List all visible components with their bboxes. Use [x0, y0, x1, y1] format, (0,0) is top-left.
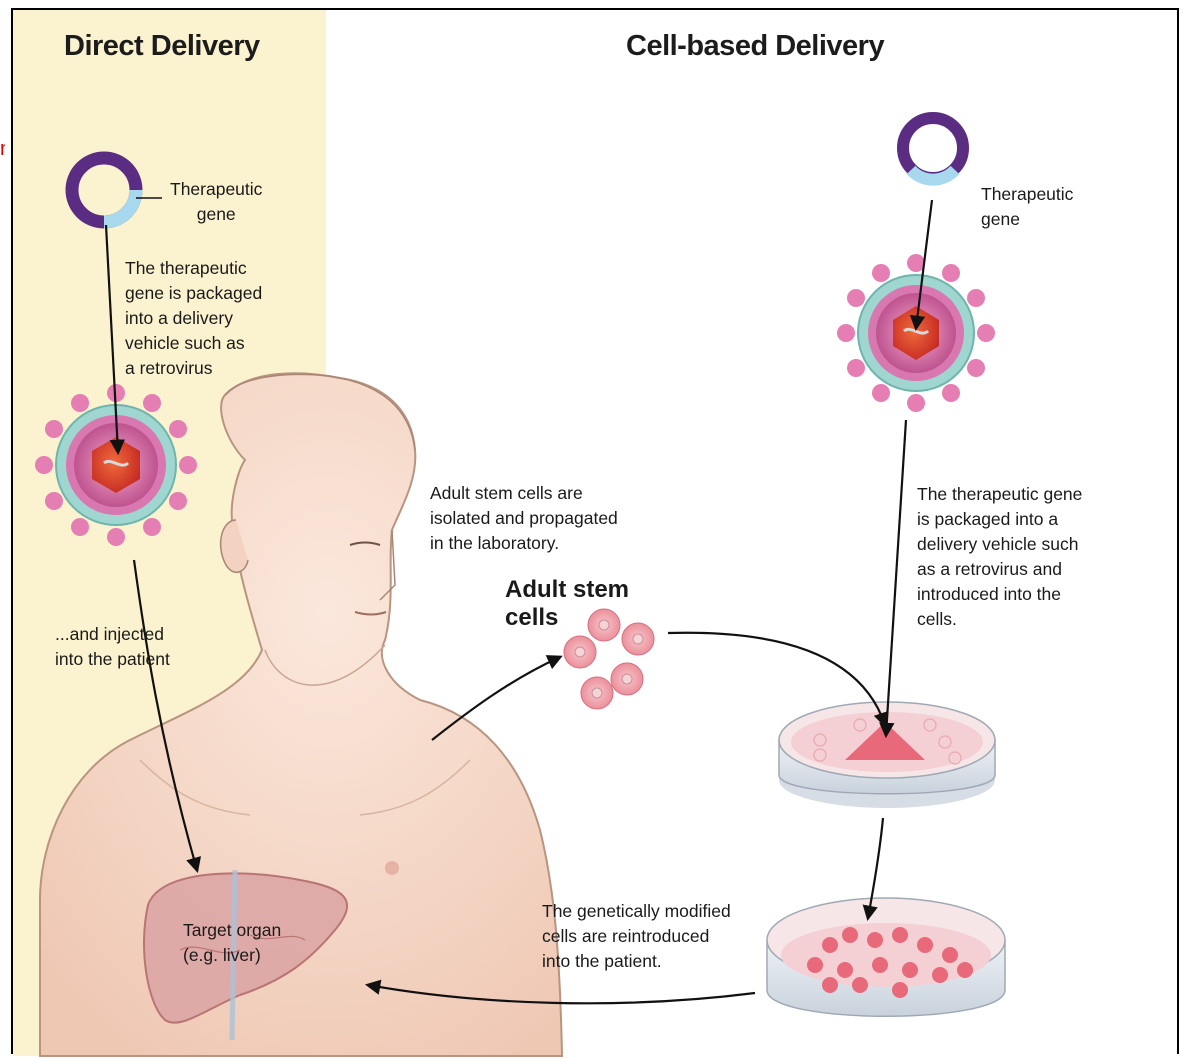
label-packaged-cell: The therapeutic gene is packaged into a … [917, 482, 1082, 632]
stem-cell [581, 677, 613, 709]
label-target-organ: Target organ (e.g. liver) [183, 918, 281, 968]
arrow-virus-to-dish [886, 420, 906, 735]
stem-cell [611, 663, 643, 695]
petri-dish-lower [767, 898, 1005, 1016]
label-injected: ...and injected into the patient [55, 622, 170, 672]
plasmid-cell-based [903, 118, 963, 180]
retrovirus-cell-based [837, 254, 995, 412]
label-packaged-direct: The therapeutic gene is packaged into a … [125, 256, 262, 381]
label-therapeutic-gene-cell: Therapeutic gene [981, 182, 1073, 232]
plasmid-direct [72, 158, 162, 222]
label-therapeutic-gene-direct: Therapeutic gene [170, 177, 262, 227]
heading-cell-based-delivery: Cell-based Delivery [626, 30, 884, 63]
heading-direct-delivery: Direct Delivery [64, 30, 260, 63]
label-isolated: Adult stem cells are isolated and propag… [430, 481, 618, 556]
frame-border-right [1177, 8, 1179, 1054]
frame-border-top [11, 8, 1179, 10]
stem-cell [564, 636, 596, 668]
frame-border-left [11, 8, 13, 1054]
label-adult-stem-cells: Adult stem cells [505, 576, 629, 632]
label-reintroduced: The genetically modified cells are reint… [542, 899, 731, 974]
